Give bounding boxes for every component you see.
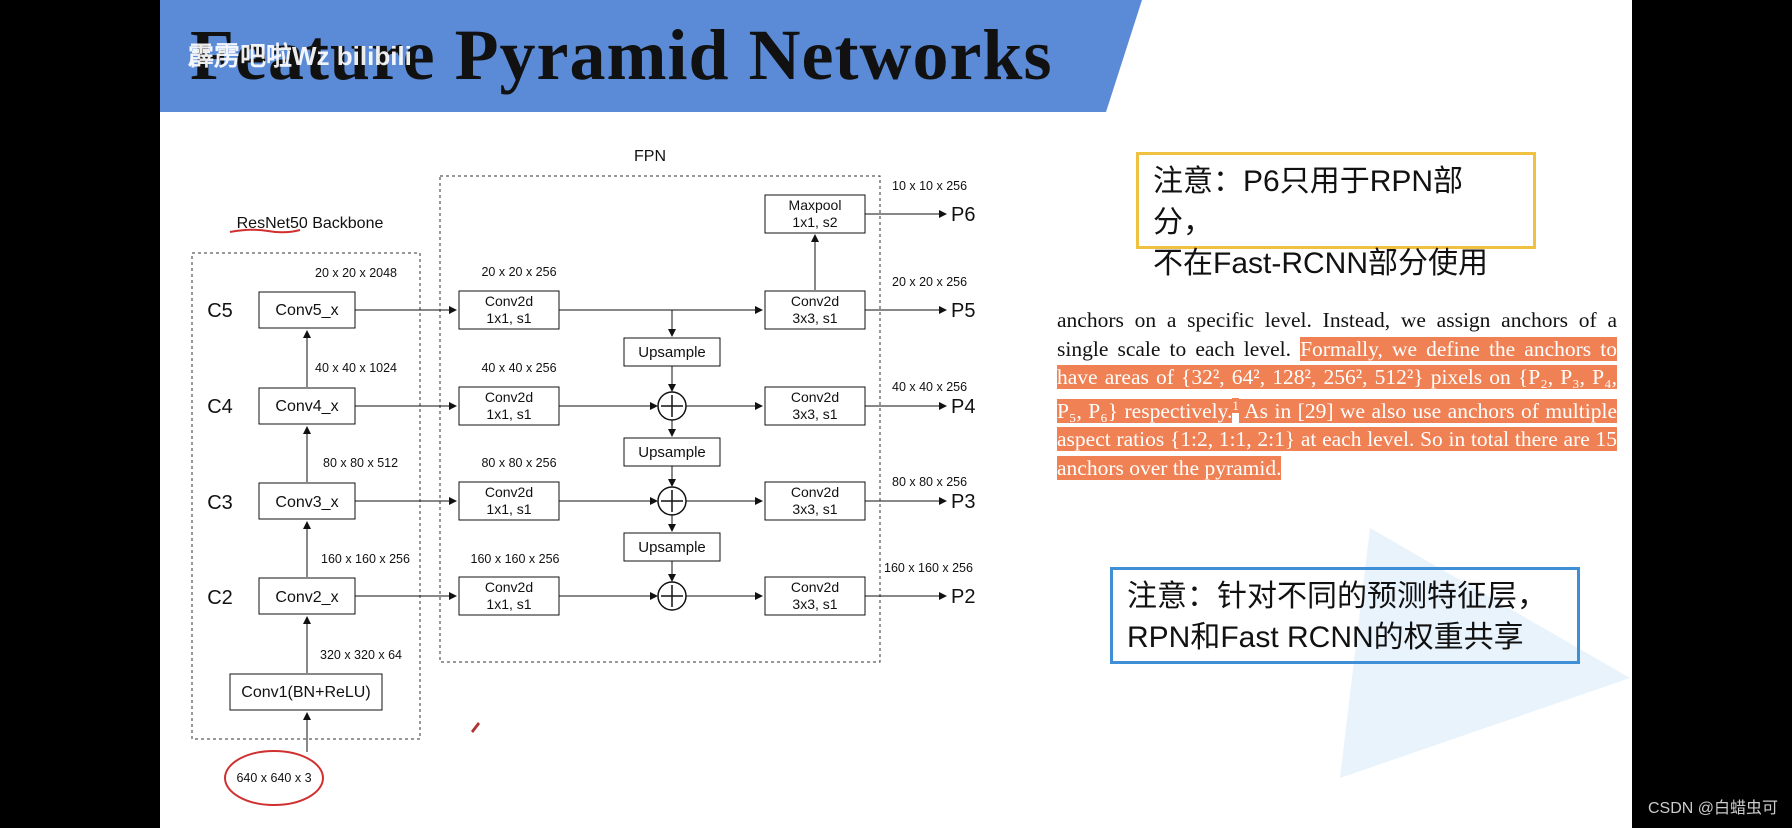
stage-label-c4: C4 [207, 396, 233, 418]
note-top-line1: 注意：P6只用于RPN部分， [1153, 165, 1464, 239]
lateral-conv-p4: Conv2d 1x1, s1 40 x 40 x 256 [458, 361, 560, 426]
lateral-conv-p2-line1: Conv2d [485, 579, 533, 595]
fpn-diagram: FPN ResNet50 Backbone C5 Conv5_x 20 x 20… [191, 148, 975, 806]
conv2-block [258, 577, 356, 615]
output-conv-p5-line2: 3x3, s1 [792, 310, 837, 326]
output-conv-p5-line1: Conv2d [791, 293, 839, 309]
add-node-p2 [657, 581, 687, 611]
add-node-p4 [657, 391, 687, 421]
output-conv-p4-line2: 3x3, s1 [792, 406, 837, 422]
paper-plain-text: anchors on a specific level. Instead, we… [1057, 308, 1617, 361]
conv3-label: Conv3_x [275, 494, 338, 511]
backbone-row-c2: C2 Conv2_x 160 x 160 x 256 [207, 552, 410, 615]
output-conv-p2-line1: Conv2d [791, 579, 839, 595]
shape-p6: 10 x 10 x 256 [892, 179, 967, 193]
backbone-container [191, 252, 421, 740]
decorative-triangle [1340, 528, 1630, 778]
slide-title: Feature Pyramid Networks [190, 15, 1053, 95]
add-node-p3 [657, 486, 687, 516]
output-conv-p2-line2: 3x3, s1 [792, 596, 837, 612]
title-banner [160, 0, 1142, 112]
paper-excerpt: anchors on a specific level. Instead, we… [1057, 306, 1617, 482]
lateral-conv-p5-line1: Conv2d [485, 293, 533, 309]
paper-footnote: 1 [1232, 397, 1239, 413]
backbone-label: ResNet50 Backbone [237, 215, 384, 232]
shape-p3: 80 x 80 x 256 [892, 475, 967, 489]
shape-p5: 20 x 20 x 256 [892, 275, 967, 289]
conv4-block [258, 387, 356, 425]
fpn-label: FPN [634, 148, 666, 165]
pen-cursor-icon [471, 722, 480, 733]
upsample-3: Upsample [623, 532, 721, 562]
maxpool-block: Maxpool 1x1, s2 [764, 194, 866, 234]
upsample-1: Upsample [623, 337, 721, 367]
conv4-label: Conv4_x [275, 398, 338, 415]
lateral-conv-p3-line1: Conv2d [485, 484, 533, 500]
lateral-shape-p5: 20 x 20 x 256 [481, 265, 556, 279]
note-shared-weights: 注意：针对不同的预测特征层， RPN和Fast RCNN的权重共享 [1110, 567, 1580, 664]
lateral-shape-p2: 160 x 160 x 256 [471, 552, 560, 566]
lateral-conv-p5: Conv2d 1x1, s1 20 x 20 x 256 [458, 265, 560, 330]
lateral-conv-p4-line2: 1x1, s1 [486, 406, 531, 422]
lateral-conv-p4-line1: Conv2d [485, 389, 533, 405]
shape-c2: 160 x 160 x 256 [321, 552, 410, 566]
stage-label-c5: C5 [207, 300, 233, 322]
upsample-2: Upsample [623, 437, 721, 467]
stage-label-c3: C3 [207, 492, 233, 514]
backbone-row-c4: C4 Conv4_x 40 x 40 x 1024 [207, 361, 397, 425]
upsample-2-label: Upsample [638, 444, 706, 461]
slide: Feature Pyramid Networks 霹雳吧啦Wz bilibili… [160, 0, 1632, 828]
output-p5: P5 [951, 300, 975, 322]
lateral-conv-p3-line2: 1x1, s1 [486, 501, 531, 517]
conv1-label: Conv1(BN+ReLU) [241, 684, 370, 701]
shape-p4: 40 x 40 x 256 [892, 380, 967, 394]
note-p6-rpn-only: 注意：P6只用于RPN部分， 不在Fast-RCNN部分使用 [1136, 152, 1536, 280]
backbone-row-c3: C3 Conv3_x 80 x 80 x 512 [207, 456, 398, 520]
conv1-block [229, 673, 383, 711]
conv5-block [258, 291, 356, 329]
lateral-conv-p2: Conv2d 1x1, s1 160 x 160 x 256 [458, 552, 560, 616]
fpn-container [439, 175, 881, 663]
note-top-line2: 不在Fast-RCNN部分使用 [1153, 247, 1488, 280]
input-circle-annotation [224, 750, 324, 806]
shape-c4: 40 x 40 x 1024 [315, 361, 397, 375]
output-conv-p4-line1: Conv2d [791, 389, 839, 405]
lateral-conv-p3: Conv2d 1x1, s1 80 x 80 x 256 [458, 456, 560, 521]
maxpool-line1: Maxpool [789, 197, 842, 213]
output-conv-p3: Conv2d 3x3, s1 [764, 481, 866, 521]
upsample-1-label: Upsample [638, 344, 706, 361]
output-p6: P6 [951, 204, 975, 226]
lateral-conv-p2-line2: 1x1, s1 [486, 596, 531, 612]
stage-label-c2: C2 [207, 587, 233, 609]
output-conv-p4: Conv2d 3x3, s1 [764, 386, 866, 426]
note-bottom-line2: RPN和Fast RCNN的权重共享 [1127, 621, 1524, 654]
lateral-shape-p3: 80 x 80 x 256 [481, 456, 556, 470]
output-conv-p2: Conv2d 3x3, s1 [764, 576, 866, 616]
output-conv-p3-line1: Conv2d [791, 484, 839, 500]
output-conv-p3-line2: 3x3, s1 [792, 501, 837, 517]
shape-c5: 20 x 20 x 2048 [315, 266, 397, 280]
upsample-3-label: Upsample [638, 539, 706, 556]
shape-c3: 80 x 80 x 512 [323, 456, 398, 470]
output-p4: P4 [951, 396, 975, 418]
output-p2: P2 [951, 586, 975, 608]
shape-p2: 160 x 160 x 256 [884, 561, 973, 575]
lateral-shape-p4: 40 x 40 x 256 [481, 361, 556, 375]
bilibili-watermark: 霹雳吧啦Wz bilibili [188, 41, 412, 71]
csdn-credit: CSDN @白蜡虫可 [1647, 800, 1778, 817]
backbone-row-c5: C5 Conv5_x 20 x 20 x 2048 [207, 266, 397, 329]
conv3-block [258, 482, 356, 520]
conv2-label: Conv2_x [275, 589, 338, 606]
conv5-label: Conv5_x [275, 302, 338, 319]
input-shape: 640 x 640 x 3 [236, 771, 311, 785]
output-p3: P3 [951, 491, 975, 513]
maxpool-line2: 1x1, s2 [792, 214, 837, 230]
shape-conv1: 320 x 320 x 64 [320, 648, 402, 662]
note-bottom-line1: 注意：针对不同的预测特征层， [1127, 580, 1547, 613]
lateral-conv-p5-line2: 1x1, s1 [486, 310, 531, 326]
output-conv-p5: Conv2d 3x3, s1 [764, 290, 866, 330]
backbone-underline-annotation [229, 228, 301, 234]
